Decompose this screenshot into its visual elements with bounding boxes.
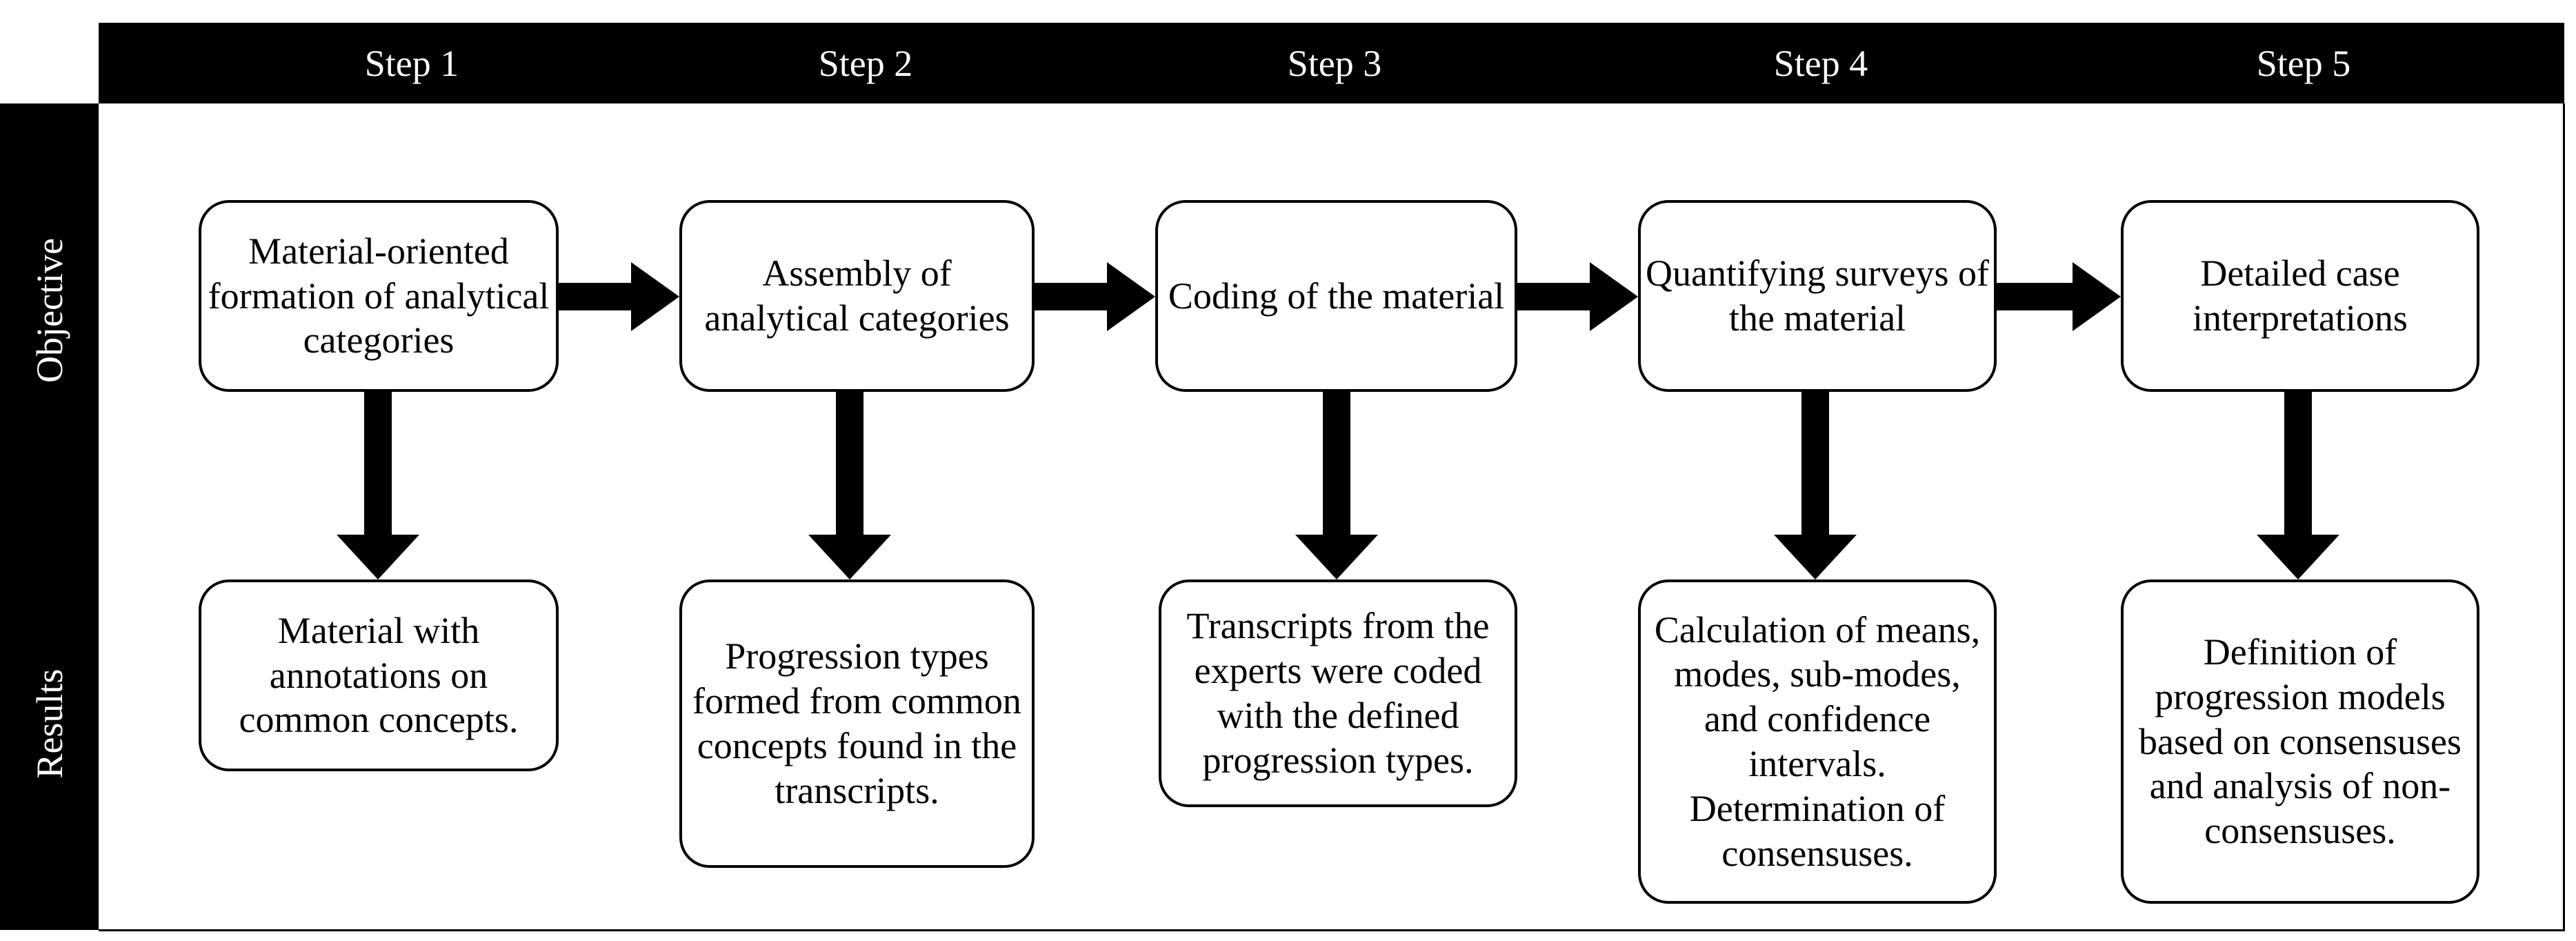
objective-box-step-4: Quantifying surveys of the material: [1638, 200, 1997, 392]
objective-box-step-2: Assembly of analytical categories: [679, 200, 1035, 392]
results-row-label: Results: [28, 668, 70, 779]
result-box-step-1: Material with annotations on common conc…: [199, 580, 559, 771]
objective-box-step-5: Detailed case interpretations: [2121, 200, 2479, 392]
step-2-label: Step 2: [818, 42, 913, 84]
objective-row-label: Objective: [28, 238, 70, 383]
result-box-step-3: Transcripts from the experts were coded …: [1159, 580, 1517, 807]
step-3-label: Step 3: [1287, 42, 1382, 84]
objective-box-step-1: Material-oriented formation of analytica…: [199, 200, 559, 392]
step-1-label: Step 1: [364, 42, 459, 84]
step-header-bar: [99, 23, 2564, 103]
row-label-sidebar: [0, 103, 99, 930]
step-4-label: Step 4: [1773, 42, 1868, 84]
diagram-frame: [99, 103, 2565, 931]
result-box-step-5: Definition of progression models based o…: [2121, 580, 2479, 904]
result-box-step-2: Progression types formed from common con…: [679, 580, 1035, 868]
result-box-step-4: Calculation of means, modes, sub-modes, …: [1638, 580, 1997, 904]
step-5-label: Step 5: [2256, 42, 2351, 84]
objective-box-step-3: Coding of the material: [1155, 200, 1517, 392]
